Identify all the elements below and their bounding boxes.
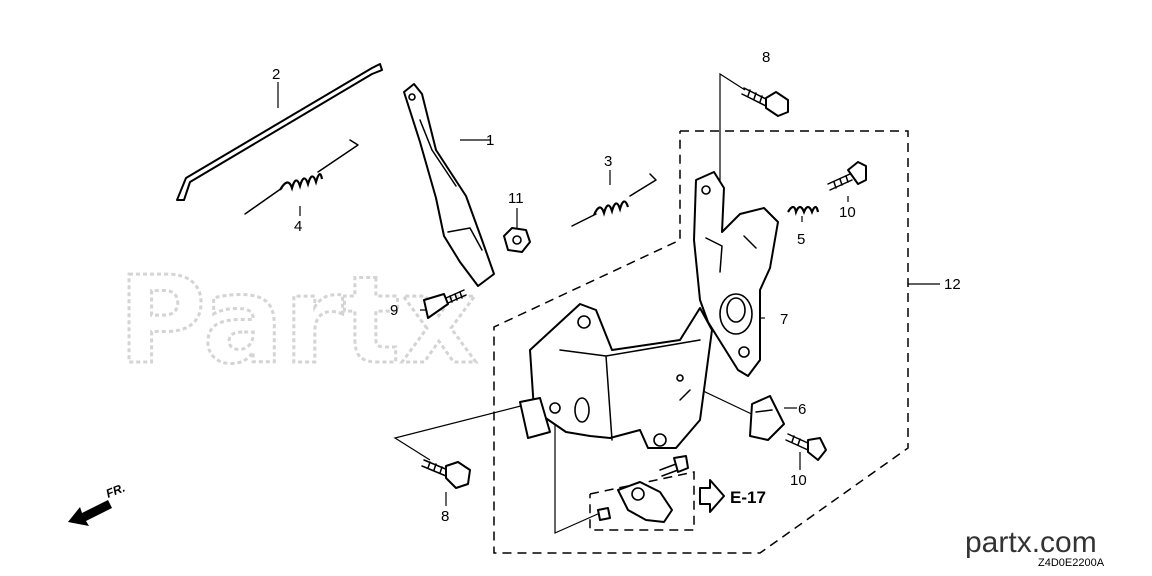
assembly-boundary [493,130,909,554]
e17-reference-group [589,455,695,531]
part-1-throttle-lever [403,83,495,287]
part-10-screw-lower [785,433,827,461]
diagram-code: Z4D0E2200A [1038,557,1105,569]
callout-11: 11 [508,190,524,207]
callout-8-bottom: 8 [441,508,449,525]
callout-3: 3 [604,153,612,170]
callout-1: 1 [486,132,494,149]
callout-7: 7 [780,311,788,328]
callout-9: 9 [390,302,398,319]
svg-text:FR.: FR. [104,481,127,501]
reference-label: E-17 [730,488,766,507]
callout-2: 2 [272,66,280,83]
callout-6: 6 [798,401,806,418]
part-9-bolt [423,289,467,319]
reference-arrow [699,479,725,513]
watermark: Partx [118,252,478,391]
callout-numbers: 1 2 3 4 5 6 7 8 8 9 10 10 11 12 [272,49,961,525]
part-7-control-plate [693,171,779,377]
part-8-bolt-top [741,87,789,117]
part-4-spring [244,139,359,215]
callout-10-upper: 10 [839,204,856,221]
brand-text: partx.com [965,526,1097,559]
part-2-rod [176,63,383,201]
callout-10-lower: 10 [790,472,807,489]
front-direction-indicator: FR. [68,481,127,526]
part-5-spring [787,205,820,216]
part-10-screw-upper [827,161,867,191]
part-6-clip [749,395,785,441]
part-12-control-bracket [519,303,713,449]
callout-12: 12 [944,276,961,293]
part-3-spring [571,173,657,227]
callout-4: 4 [294,218,302,235]
part-11-nut [503,227,531,253]
part-8-bolt-bottom [421,459,471,489]
callout-5: 5 [797,231,805,248]
callout-8-top: 8 [762,49,770,66]
